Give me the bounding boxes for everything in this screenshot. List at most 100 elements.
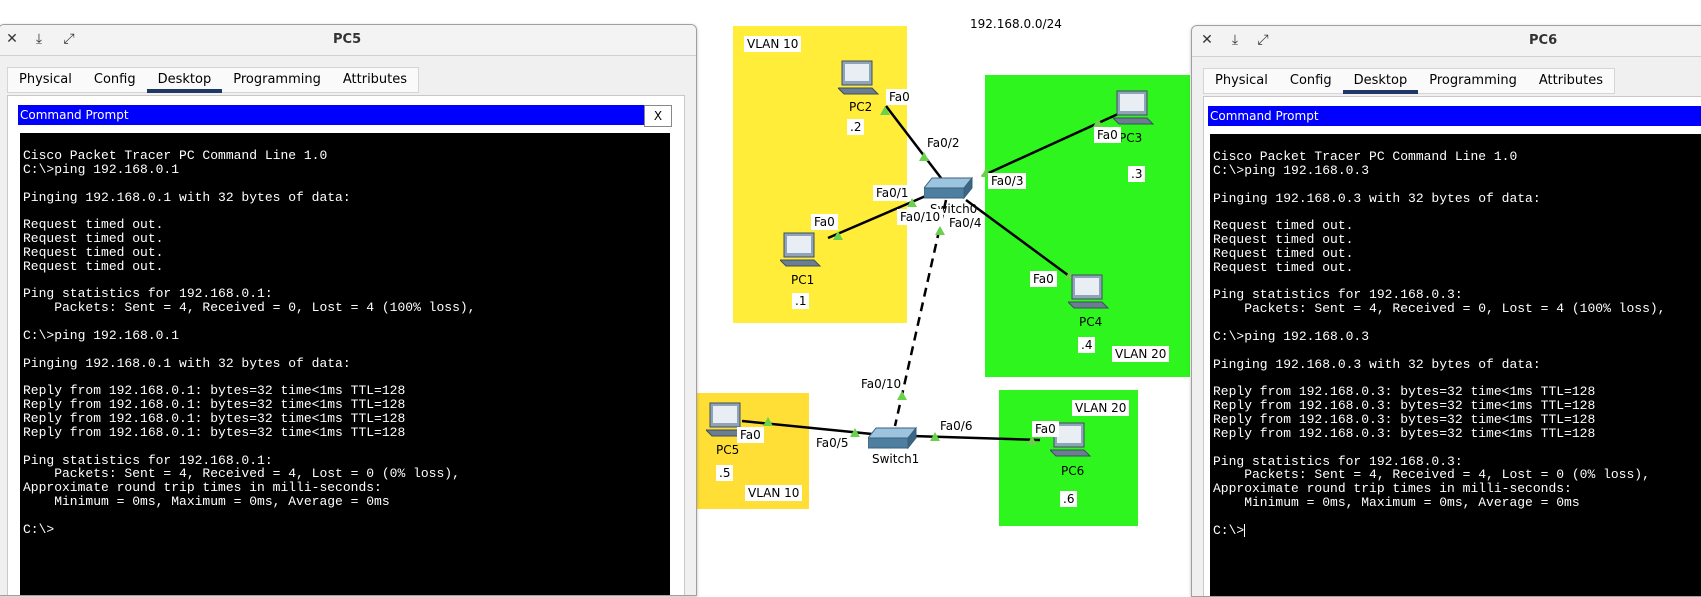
- pc3-port: Fa0: [1094, 127, 1121, 143]
- terminal-line: [1213, 344, 1701, 358]
- pc-icon: [1066, 274, 1110, 309]
- pc1-ip: .1: [792, 293, 810, 309]
- terminal-line: Request timed out.: [1213, 232, 1354, 248]
- pc5-desktop-panel: Command Prompt X Cisco Packet Tracer PC …: [7, 95, 685, 595]
- pc1[interactable]: [778, 232, 822, 275]
- minimize-icon[interactable]: ⤓: [35, 31, 43, 47]
- link-pc1-switch0: [827, 190, 936, 240]
- terminal-line: [1213, 275, 1701, 289]
- tab-physical[interactable]: Physical: [1215, 73, 1268, 88]
- terminal-line: Request timed out.: [23, 258, 164, 274]
- tab-config[interactable]: Config: [1289, 73, 1332, 88]
- pc-icon: [1111, 90, 1155, 125]
- switch0-port-fa0-4: Fa0/4: [949, 216, 982, 230]
- pc4-port: Fa0: [1030, 271, 1057, 287]
- switch-icon: [922, 176, 974, 200]
- link-switch0-switch1: [893, 199, 948, 427]
- terminal-line: Request timed out.: [1213, 259, 1354, 275]
- terminal-line: [23, 315, 670, 329]
- pc6-name: PC6: [1061, 464, 1085, 478]
- terminal-line: Request timed out.: [23, 244, 164, 260]
- pc-icon: [836, 60, 880, 95]
- command-prompt-close-button[interactable]: X: [644, 105, 672, 127]
- terminal-line: [1213, 441, 1701, 455]
- pc5-tabs: Physical Config Desktop Programming Attr…: [7, 67, 420, 93]
- switch1-port-fa0-10: Fa0/10: [861, 377, 902, 391]
- vlan10-top-label: VLAN 10: [744, 36, 802, 52]
- terminal-line: [1213, 205, 1701, 219]
- pc6[interactable]: [1048, 422, 1092, 465]
- terminal-line: [23, 440, 670, 454]
- terminal-line: C:\>ping 192.168.0.1: [23, 161, 180, 177]
- terminal-line: [23, 177, 670, 191]
- terminal-line: Cisco Packet Tracer PC Command Line 1.0: [23, 148, 328, 163]
- link-endpoint: [935, 226, 945, 235]
- tab-attributes[interactable]: Attributes: [342, 72, 408, 87]
- switch0[interactable]: Switch0: [922, 172, 977, 216]
- terminal-line: Ping statistics for 192.168.0.3:: [1213, 453, 1463, 469]
- terminal-line: Packets: Sent = 4, Received = 4, Lost = …: [1213, 467, 1650, 483]
- maximize-icon[interactable]: ⤢: [63, 31, 75, 47]
- vlan20-top-zone: [985, 75, 1190, 377]
- pc4[interactable]: [1066, 274, 1110, 317]
- tab-desktop[interactable]: Desktop: [146, 68, 223, 93]
- pc3-name: PC3: [1119, 131, 1143, 145]
- terminal-line: [23, 371, 670, 385]
- pc2-port: Fa0: [886, 89, 913, 105]
- pc4-name: PC4: [1079, 315, 1103, 329]
- vlan10-bottom-label: VLAN 10: [745, 485, 803, 501]
- pc6-port: Fa0: [1032, 421, 1059, 437]
- pc1-port: Fa0: [811, 214, 838, 230]
- tab-desktop[interactable]: Desktop: [1342, 69, 1419, 94]
- terminal-line: Packets: Sent = 4, Received = 0, Lost = …: [1213, 301, 1666, 317]
- terminal-line: Request timed out.: [23, 217, 164, 233]
- switch1[interactable]: [866, 422, 920, 452]
- vlan20-top-label: VLAN 20: [1112, 346, 1170, 362]
- switch-icon: [866, 426, 918, 450]
- link-pc4-switch0: [965, 198, 1081, 286]
- terminal-line: Request timed out.: [1213, 218, 1354, 234]
- tab-attributes[interactable]: Attributes: [1538, 73, 1604, 88]
- pc5-window[interactable]: ✕ ⤓ ⤢ PC5 Physical Config Desktop Progra…: [0, 24, 697, 596]
- terminal-line: Minimum = 0ms, Maximum = 0ms, Average = …: [1213, 495, 1580, 511]
- pc6-tabs: Physical Config Desktop Programming Attr…: [1203, 68, 1616, 94]
- pc2[interactable]: [836, 60, 880, 103]
- minimize-icon[interactable]: ⤓: [1231, 32, 1239, 48]
- pc6-ip: .6: [1060, 491, 1078, 507]
- tab-config[interactable]: Config: [93, 72, 136, 87]
- switch0-port-fa0-1: Fa0/1: [873, 185, 912, 201]
- switch1-port-fa0-5: Fa0/5: [816, 436, 849, 450]
- tab-physical[interactable]: Physical: [19, 72, 72, 87]
- link-endpoint: [880, 106, 890, 115]
- tab-programming[interactable]: Programming: [1429, 73, 1517, 88]
- terminal-line: [1213, 372, 1701, 386]
- pc5-titlebar[interactable]: ✕ ⤓ ⤢ PC5: [0, 25, 696, 56]
- tab-programming[interactable]: Programming: [233, 72, 321, 87]
- terminal-line: Ping statistics for 192.168.0.3:: [1213, 287, 1463, 303]
- terminal-line: Ping statistics for 192.168.0.1:: [23, 286, 273, 302]
- terminal-line: Reply from 192.168.0.1: bytes=32 time<1m…: [23, 383, 406, 399]
- pc-icon: [778, 232, 822, 267]
- pc3[interactable]: [1111, 90, 1155, 133]
- terminal-line: [1213, 510, 1701, 524]
- terminal-line: Minimum = 0ms, Maximum = 0ms, Average = …: [23, 494, 390, 510]
- text-cursor: [1244, 523, 1246, 537]
- terminal-line: C:\>: [23, 521, 55, 537]
- terminal-line: Ping statistics for 192.168.0.1:: [23, 452, 273, 468]
- close-icon[interactable]: ✕: [1201, 32, 1213, 48]
- terminal-line: Reply from 192.168.0.3: bytes=32 time<1m…: [1213, 425, 1596, 441]
- terminal-line: Pinging 192.168.0.1 with 32 bytes of dat…: [23, 355, 351, 371]
- pc6-window[interactable]: ✕ ⤓ ⤢ PC6 Physical Config Desktop Progra…: [1191, 25, 1701, 597]
- pc6-titlebar[interactable]: ✕ ⤓ ⤢ PC6: [1192, 26, 1701, 57]
- close-icon[interactable]: ✕: [6, 31, 18, 47]
- terminal-line: Packets: Sent = 4, Received = 4, Lost = …: [23, 466, 460, 482]
- subnet-label: 192.168.0.0/24: [970, 17, 1062, 31]
- maximize-icon[interactable]: ⤢: [1257, 32, 1269, 48]
- terminal-line: [1213, 178, 1701, 192]
- pc5[interactable]: [704, 402, 748, 445]
- terminal-line: Cisco Packet Tracer PC Command Line 1.0: [1213, 149, 1518, 164]
- terminal-line: Pinging 192.168.0.3 with 32 bytes of dat…: [1213, 190, 1541, 206]
